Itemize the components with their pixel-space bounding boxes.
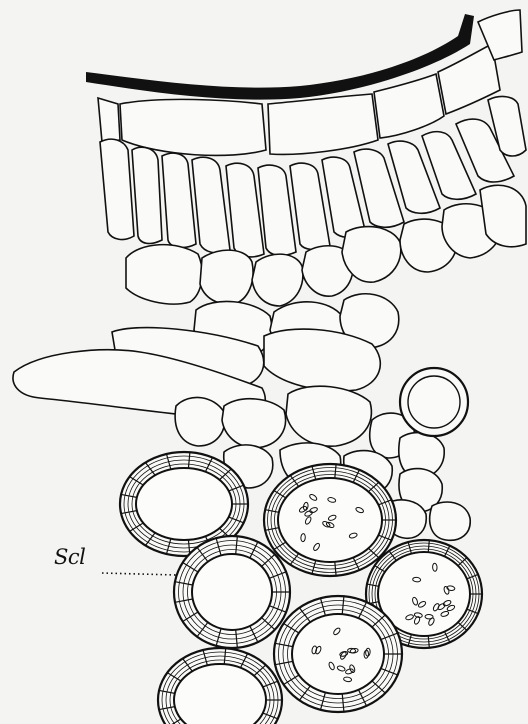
label-leader-line [102, 573, 176, 575]
sclereid-cell [158, 648, 282, 724]
sclereid-cell [174, 536, 290, 648]
sclereid-cell [274, 596, 402, 712]
sclereid-label: Scl [54, 545, 85, 569]
sclereid-cell [264, 464, 396, 576]
round-cell [400, 368, 468, 436]
